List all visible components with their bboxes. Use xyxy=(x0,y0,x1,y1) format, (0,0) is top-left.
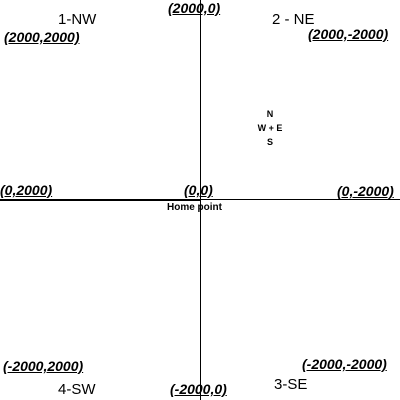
coord-bottom-right: (-2000,-2000) xyxy=(302,356,387,372)
quadrant-sw-label: 4-SW xyxy=(58,381,96,398)
quadrant-ne-label: 2 - NE xyxy=(272,11,315,28)
quadrant-nw-label: 1-NW xyxy=(58,11,97,28)
coord-middle-left: (0,2000) xyxy=(0,182,53,198)
coord-bottom-left: (-2000,2000) xyxy=(3,358,84,374)
coord-middle-right: (0,-2000) xyxy=(337,183,394,199)
coord-center: (0,0) xyxy=(184,182,213,198)
coord-top-left: (2000,2000) xyxy=(4,29,80,45)
coord-top-right: (2000,-2000) xyxy=(308,26,389,42)
horizontal-axis-bold-segment xyxy=(0,199,200,201)
compass-west-east: W + E xyxy=(257,123,283,133)
compass-north: N xyxy=(266,109,274,119)
vertical-axis xyxy=(200,0,201,400)
quadrant-se-label: 3-SE xyxy=(274,376,308,393)
coord-top-center: (2000,0) xyxy=(168,0,221,16)
home-point-label: Home point xyxy=(167,202,222,213)
compass-south: S xyxy=(266,137,273,147)
coord-bottom-center: (-2000,0) xyxy=(170,381,227,397)
